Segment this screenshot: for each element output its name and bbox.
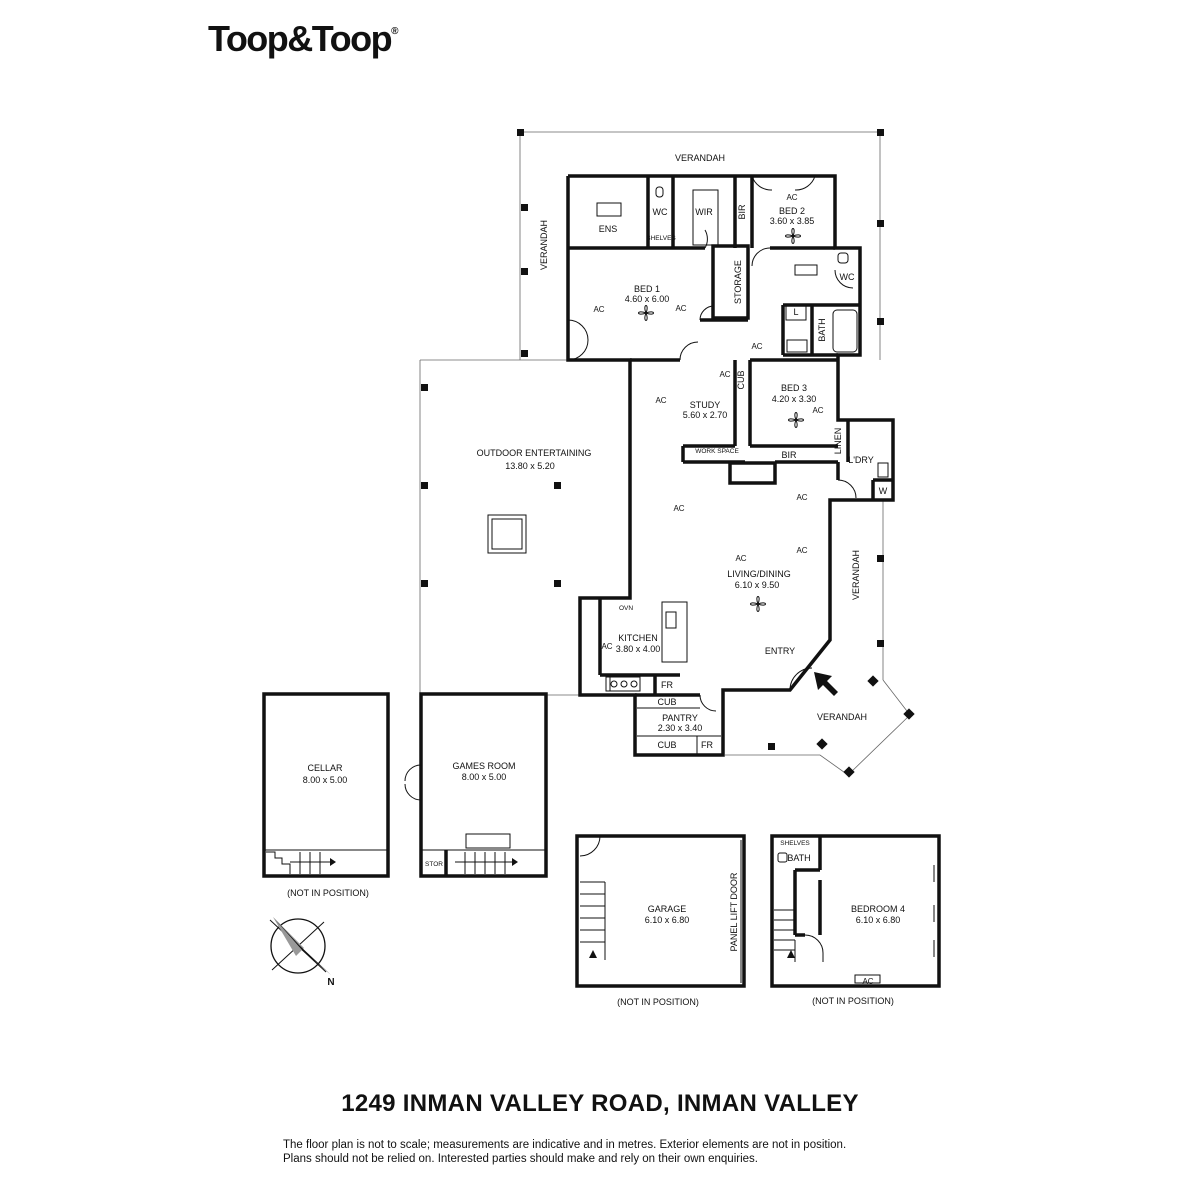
ac-label: AC bbox=[673, 504, 684, 513]
ldry-label: L'DRY bbox=[848, 455, 874, 465]
ac-label: AC bbox=[812, 406, 823, 415]
garage-name: GARAGE bbox=[648, 904, 687, 914]
panel-lift-door-label: PANEL LIFT DOOR bbox=[729, 872, 739, 951]
pantry-size: 2.30 x 3.40 bbox=[658, 723, 703, 733]
wc2-label: WC bbox=[840, 272, 855, 282]
outdoor-name: OUTDOOR ENTERTAINING bbox=[477, 448, 592, 458]
living-name: LIVING/DINING bbox=[727, 569, 791, 579]
linen-label: LINEN bbox=[833, 428, 843, 455]
bed2-size: 3.60 x 3.85 bbox=[770, 216, 815, 226]
verandah-bottom-label: VERANDAH bbox=[817, 712, 867, 722]
fixtures bbox=[596, 186, 889, 692]
ac-labels: AC AC AC AC AC AC AC AC AC AC AC AC AC bbox=[593, 193, 873, 986]
room-labels: VERANDAH VERANDAH VERANDAH VERANDAH ENS … bbox=[303, 153, 905, 951]
verandah-left-label: VERANDAH bbox=[539, 220, 549, 270]
property-address: 1249 INMAN VALLEY ROAD, INMAN VALLEY bbox=[341, 1090, 859, 1117]
shelves2-label: SHELVES bbox=[780, 840, 810, 847]
ac-label: AC bbox=[862, 977, 873, 986]
games-room-walls bbox=[404, 692, 548, 878]
brand-logo: Toop&Toop® bbox=[208, 18, 398, 60]
ac-label: AC bbox=[735, 554, 746, 563]
stor-label: STOR bbox=[425, 861, 443, 868]
ac-label: AC bbox=[719, 370, 730, 379]
bed1-size: 4.60 x 6.00 bbox=[625, 294, 670, 304]
ceiling-fan-icon bbox=[785, 228, 801, 244]
cellar-walls bbox=[262, 692, 390, 878]
w-label: W bbox=[879, 486, 888, 496]
ac-label: AC bbox=[796, 493, 807, 502]
ceiling-fan-icon bbox=[638, 305, 654, 321]
compass-icon bbox=[269, 917, 331, 975]
ac-label: AC bbox=[786, 193, 797, 202]
pantry-name: PANTRY bbox=[662, 713, 698, 723]
ac-label: AC bbox=[751, 342, 762, 351]
cellar-size: 8.00 x 5.00 bbox=[303, 775, 348, 785]
verandah-top-label: VERANDAH bbox=[675, 153, 725, 163]
bed1-name: BED 1 bbox=[634, 284, 660, 294]
fr1-label: FR bbox=[661, 680, 673, 690]
verandah-posts bbox=[421, 129, 915, 778]
notes: (NOT IN POSITION) (NOT IN POSITION) (NOT… bbox=[287, 888, 894, 1007]
l-label: L bbox=[793, 307, 798, 317]
kitchen-size: 3.80 x 4.00 bbox=[616, 644, 661, 654]
shelves1-label: SHELVES bbox=[646, 235, 676, 242]
disclaimer-line1: The floor plan is not to scale; measurem… bbox=[283, 1139, 847, 1151]
not-in-position-garage: (NOT IN POSITION) bbox=[617, 997, 699, 1007]
ac-label: AC bbox=[675, 304, 686, 313]
outdoor-size: 13.80 x 5.20 bbox=[505, 461, 555, 471]
ens-label: ENS bbox=[599, 224, 618, 234]
ac-label: AC bbox=[593, 305, 604, 314]
bed3-name: BED 3 bbox=[781, 383, 807, 393]
games-name: GAMES ROOM bbox=[452, 761, 515, 771]
living-size: 6.10 x 9.50 bbox=[735, 580, 780, 590]
entry-arrow-icon bbox=[814, 672, 838, 696]
ceiling-fan-icon bbox=[750, 596, 766, 612]
garage-size: 6.10 x 6.80 bbox=[645, 915, 690, 925]
skylight-icon bbox=[487, 514, 527, 554]
bath2-label: BATH bbox=[787, 853, 810, 863]
north-label: N bbox=[327, 977, 334, 988]
bed3-size: 4.20 x 3.30 bbox=[772, 394, 817, 404]
bedroom4-name: BEDROOM 4 bbox=[851, 904, 905, 914]
bir2-label: BIR bbox=[781, 450, 797, 460]
cub2-label: CUB bbox=[657, 697, 676, 707]
bedroom4-size: 6.10 x 6.80 bbox=[856, 915, 901, 925]
storage-label: STORAGE bbox=[733, 260, 743, 304]
garage-walls bbox=[575, 834, 746, 988]
study-name: STUDY bbox=[690, 400, 721, 410]
games-size: 8.00 x 5.00 bbox=[462, 772, 507, 782]
ceiling-fan-icon bbox=[788, 412, 804, 428]
ac-label: AC bbox=[655, 396, 666, 405]
not-in-position-cellar: (NOT IN POSITION) bbox=[287, 888, 369, 898]
bir1-label: BIR bbox=[737, 204, 747, 220]
ac-label: AC bbox=[796, 546, 807, 555]
entry-label: ENTRY bbox=[765, 646, 795, 656]
wc1-label: WC bbox=[653, 207, 668, 217]
cub3-label: CUB bbox=[657, 740, 676, 750]
ovn-label: OVN bbox=[619, 605, 633, 612]
bedroom4-walls bbox=[770, 834, 941, 988]
verandah-right-label: VERANDAH bbox=[851, 550, 861, 600]
not-in-position-bedroom4: (NOT IN POSITION) bbox=[812, 996, 894, 1006]
disclaimer-line2: Plans should not be relied on. Intereste… bbox=[283, 1153, 758, 1165]
registered-mark: ® bbox=[391, 26, 399, 37]
main-house-walls bbox=[566, 174, 895, 757]
wir-label: WIR bbox=[695, 207, 713, 217]
door-swings bbox=[567, 175, 857, 712]
fr2-label: FR bbox=[701, 740, 713, 750]
disclaimer: The floor plan is not to scale; measurem… bbox=[283, 1138, 983, 1166]
cub1-label: CUB bbox=[736, 370, 746, 389]
ac-label: AC bbox=[601, 642, 612, 651]
bath1-label: BATH bbox=[817, 318, 827, 341]
logo-text: Toop&Toop bbox=[208, 18, 393, 59]
kitchen-name: KITCHEN bbox=[618, 633, 658, 643]
bed2-name: BED 2 bbox=[779, 206, 805, 216]
cellar-name: CELLAR bbox=[307, 763, 343, 773]
study-size: 5.60 x 2.70 bbox=[683, 410, 728, 420]
work-space-label: WORK SPACE bbox=[695, 448, 739, 455]
